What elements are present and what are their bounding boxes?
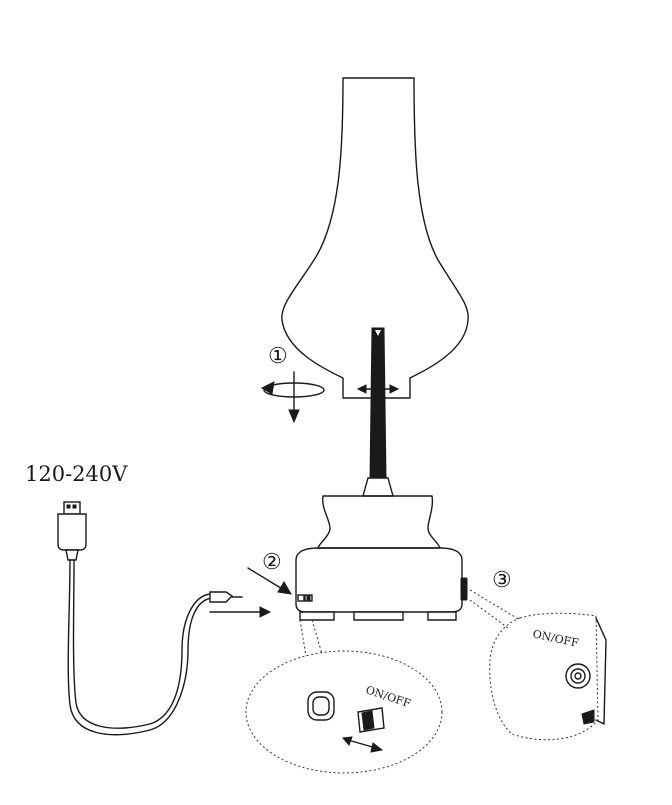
rotate-chimney-icon (260, 371, 325, 424)
voltage-label: 120-240V (25, 462, 128, 486)
switch-label-left: ON/OFF (364, 683, 413, 710)
step-2-label: ② (262, 550, 282, 575)
step-1-label: ① (268, 344, 288, 369)
lamp-base (295, 495, 468, 621)
button-callout-right (469, 589, 607, 741)
wick-stem (362, 327, 394, 497)
insert-arrow-icon (209, 567, 292, 618)
step-3-label: ③ (492, 568, 512, 593)
switch-callout-left (245, 619, 443, 774)
usb-plug (57, 501, 87, 561)
glass-chimney (281, 77, 469, 399)
power-cable (67, 559, 243, 736)
switch-label-right: ON/OFF (531, 627, 580, 649)
